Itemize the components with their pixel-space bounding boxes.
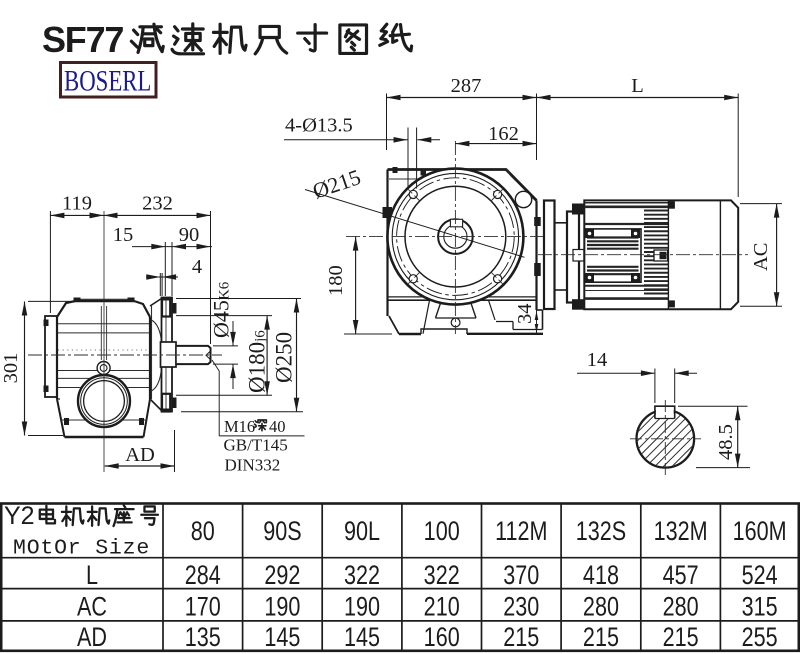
svg-text:M16: M16 [224, 417, 255, 436]
svg-text:210: 210 [424, 592, 460, 622]
svg-text:L: L [86, 561, 98, 591]
svg-text:14: 14 [587, 349, 608, 371]
svg-text:BOSERL: BOSERL [64, 63, 151, 97]
svg-text:132M: 132M [654, 517, 708, 547]
svg-text:255: 255 [742, 623, 778, 653]
svg-text:215: 215 [583, 623, 619, 653]
svg-text:230: 230 [503, 592, 539, 622]
svg-text:4-Ø13.5: 4-Ø13.5 [285, 115, 353, 137]
svg-text:Ø250: Ø250 [272, 332, 297, 383]
svg-text:160: 160 [424, 623, 460, 653]
svg-text:MOtOr Size: MOtOr Size [13, 537, 150, 561]
svg-text:80: 80 [191, 517, 215, 547]
svg-text:34: 34 [514, 304, 536, 325]
svg-text:315: 315 [742, 592, 778, 622]
svg-text:322: 322 [344, 561, 380, 591]
svg-text:292: 292 [264, 561, 300, 591]
svg-text:170: 170 [185, 592, 221, 622]
svg-text:524: 524 [742, 561, 778, 591]
svg-text:457: 457 [663, 561, 699, 591]
svg-text:284: 284 [185, 561, 221, 591]
svg-text:90L: 90L [344, 517, 380, 547]
svg-text:162: 162 [488, 123, 519, 145]
svg-text:4: 4 [192, 256, 202, 278]
svg-text:418: 418 [583, 561, 619, 591]
svg-text:160M: 160M [733, 517, 787, 547]
svg-text:Y2: Y2 [4, 502, 35, 530]
svg-text:287: 287 [451, 75, 482, 97]
svg-text:DIN332: DIN332 [225, 456, 281, 475]
svg-text:SF77: SF77 [42, 19, 123, 60]
svg-text:145: 145 [264, 623, 300, 653]
svg-text:AC: AC [750, 243, 772, 271]
svg-text:AC: AC [77, 592, 107, 622]
svg-text:280: 280 [663, 592, 699, 622]
svg-text:135: 135 [185, 623, 221, 653]
svg-text:190: 190 [344, 592, 380, 622]
svg-text:48.5: 48.5 [715, 424, 737, 460]
svg-text:280: 280 [583, 592, 619, 622]
svg-text:322: 322 [424, 561, 460, 591]
svg-text:215: 215 [663, 623, 699, 653]
svg-text:40: 40 [269, 417, 286, 436]
svg-text:232: 232 [142, 193, 173, 215]
svg-text:190: 190 [264, 592, 300, 622]
svg-text:132S: 132S [576, 517, 626, 547]
svg-text:145: 145 [344, 623, 380, 653]
svg-text:L: L [631, 75, 644, 97]
svg-text:90S: 90S [263, 517, 301, 547]
svg-text:100: 100 [424, 517, 460, 547]
svg-text:15: 15 [113, 224, 134, 246]
svg-text:301: 301 [0, 353, 22, 384]
svg-text:215: 215 [503, 623, 539, 653]
svg-text:Ø180j6: Ø180j6 [245, 330, 270, 393]
svg-text:370: 370 [503, 561, 539, 591]
svg-text:AD: AD [125, 444, 155, 466]
svg-text:119: 119 [62, 193, 92, 215]
svg-text:180: 180 [325, 265, 347, 296]
svg-text:112M: 112M [495, 517, 547, 547]
svg-text:GB/T145: GB/T145 [224, 436, 288, 455]
svg-text:AD: AD [77, 623, 107, 653]
svg-text:90: 90 [179, 224, 200, 246]
